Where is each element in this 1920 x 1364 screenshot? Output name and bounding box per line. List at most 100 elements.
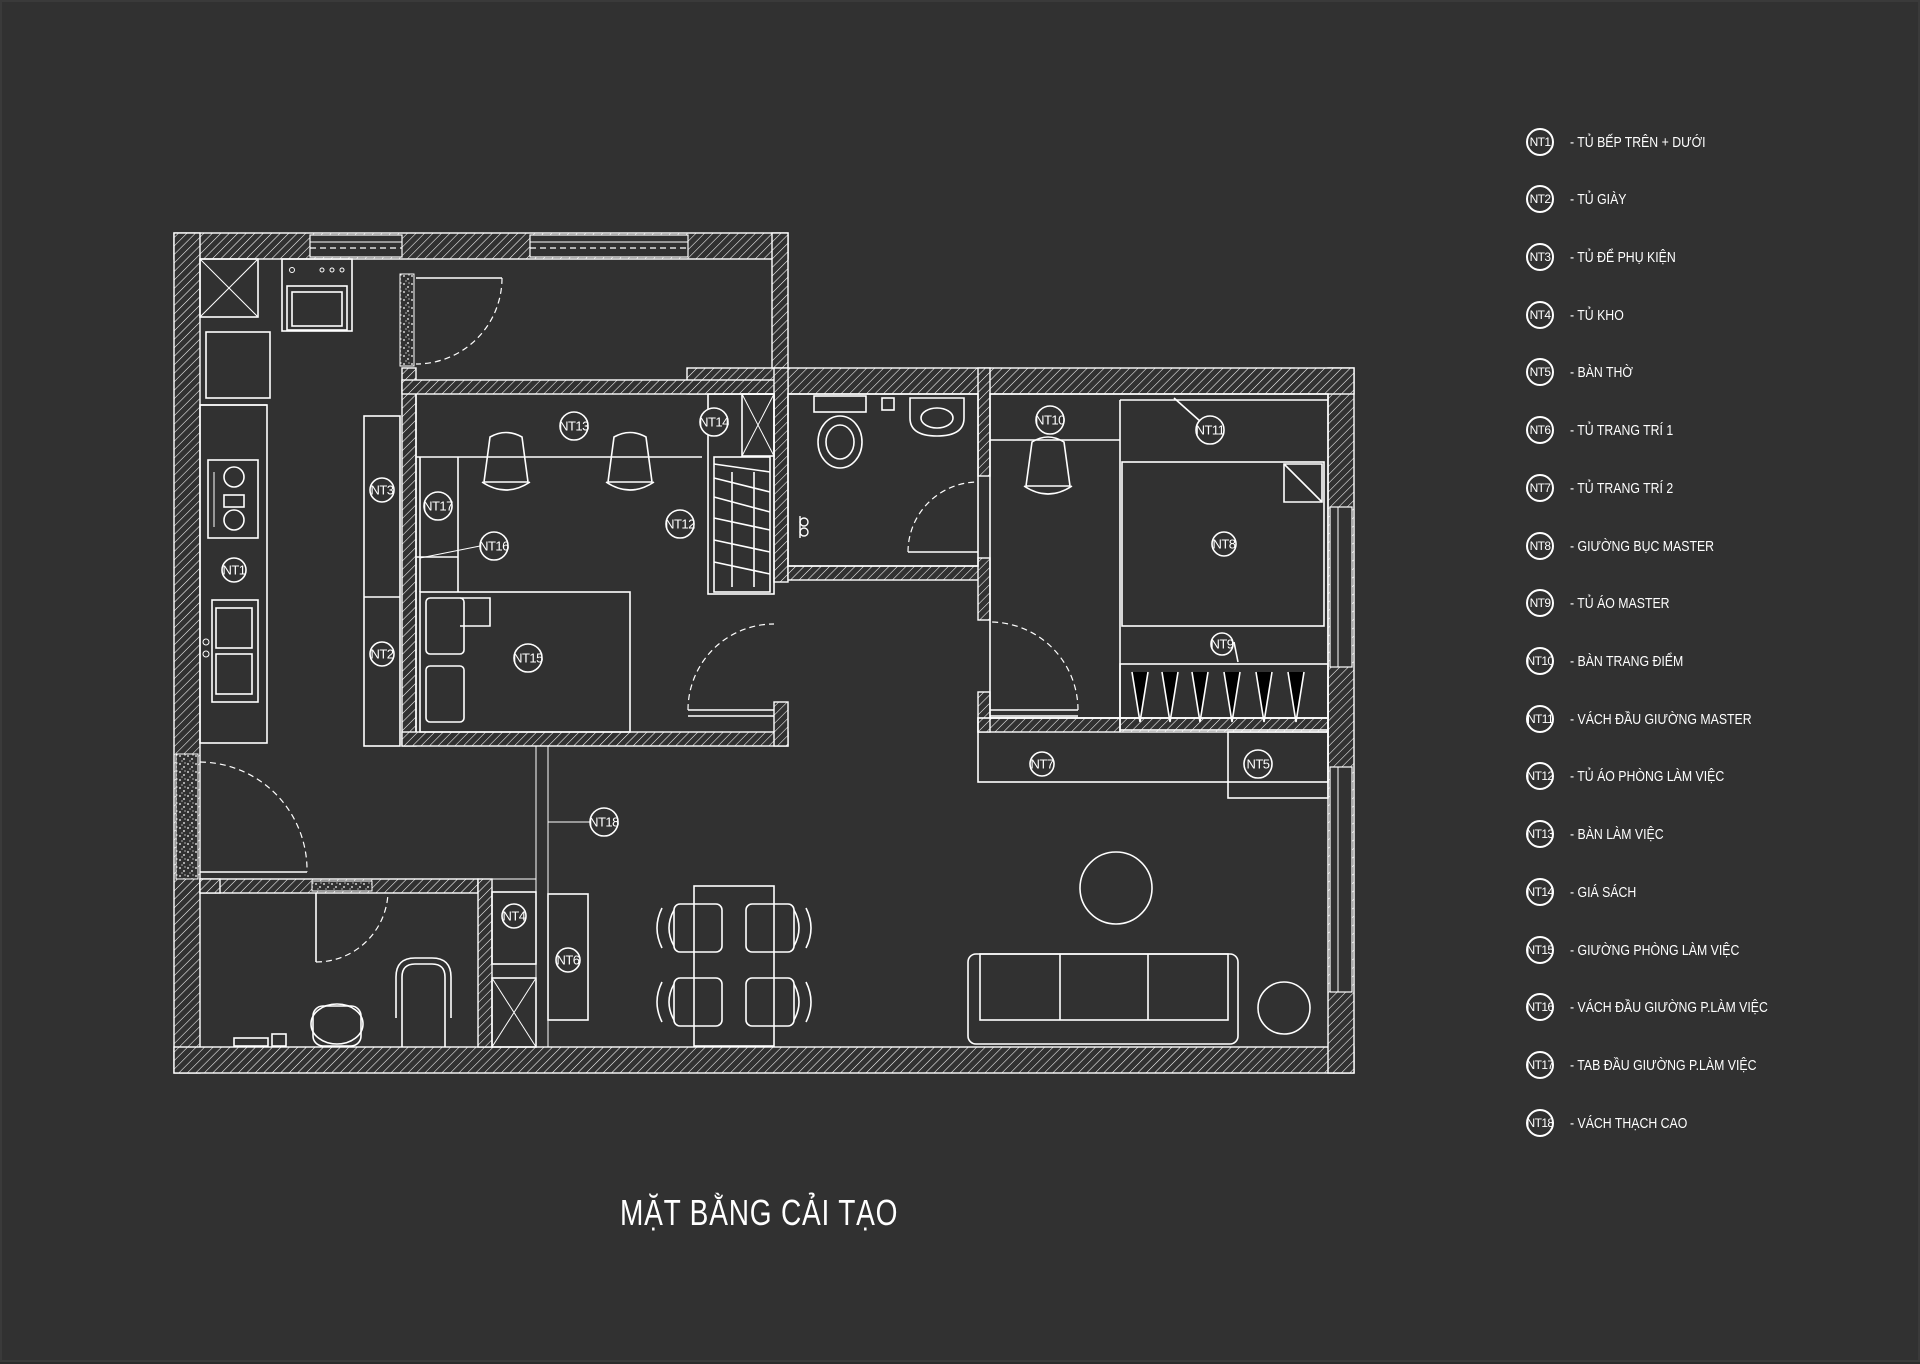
legend-label: - TỦ ÁO MASTER [1570, 594, 1670, 612]
svg-text:NT6: NT6 [556, 953, 579, 968]
tag-nt17: NT17 [423, 491, 454, 521]
living-dining [547, 717, 1329, 1047]
tag-nt4: NT4 [501, 903, 527, 929]
legend-label: - TỦ TRANG TRÍ 1 [1570, 421, 1674, 439]
legend-label: - TỦ TRANG TRÍ 2 [1570, 479, 1674, 497]
legend-item: NT1 - TỦ BẾP TRÊN + DƯỚI [1526, 125, 1735, 159]
legend-badge: NT10 [1526, 647, 1554, 675]
legend-label: - TAB ĐẦU GIƯỜNG P.LÀM VIỆC [1570, 1056, 1757, 1074]
legend-label: - BÀN TRANG ĐIỂM [1570, 652, 1684, 670]
interior-walls [199, 367, 1329, 1048]
svg-text:NT7: NT7 [1030, 757, 1053, 772]
tag-nt11: NT11 [1195, 415, 1225, 445]
legend-label: - TỦ GIÀY [1570, 190, 1627, 208]
legend-badge: NT17 [1526, 1051, 1554, 1079]
svg-text:NT3: NT3 [370, 483, 393, 498]
legend-item: NT8 - GIƯỜNG BỤC MASTER [1526, 529, 1746, 563]
legend-badge: NT15 [1526, 936, 1554, 964]
legend-badge: NT6 [1526, 416, 1554, 444]
svg-text:NT15: NT15 [513, 651, 543, 666]
legend-badge: NT9 [1526, 589, 1554, 617]
tag-nt8: NT8 [1211, 531, 1237, 557]
svg-text:NT16: NT16 [479, 539, 509, 554]
legend-label: - TỦ KHO [1570, 306, 1624, 324]
legend-badge: NT16 [1526, 993, 1554, 1021]
tag-nt18: NT18 [589, 807, 620, 837]
svg-text:NT4: NT4 [502, 909, 525, 924]
exterior-walls [173, 232, 1355, 1074]
tag-nt13: NT13 [559, 411, 590, 441]
legend-badge: NT7 [1526, 474, 1554, 502]
plan-title: MẶT BẰNG CẢI TẠO [620, 1192, 899, 1233]
entry-cabinets [363, 415, 401, 747]
legend-item: NT7 - TỦ TRANG TRÍ 2 [1526, 471, 1696, 505]
door-jambs [175, 273, 415, 892]
legend-item: NT14 - GIÁ SÁCH [1526, 875, 1651, 909]
laundry-room [233, 891, 537, 1048]
legend-item: NT13 - BÀN LÀM VIỆC [1526, 817, 1684, 851]
legend-badge: NT8 [1526, 532, 1554, 560]
legend-item: NT5 - BÀN THỜ [1526, 355, 1647, 389]
tag-nt2: NT2 [369, 641, 395, 667]
tag-nt15: NT15 [513, 643, 544, 673]
svg-text:NT14: NT14 [699, 415, 729, 430]
office-room [415, 393, 775, 733]
svg-text:NT17: NT17 [423, 499, 453, 514]
legend-label: - GIÁ SÁCH [1570, 883, 1637, 901]
legend-label: - TỦ BẾP TRÊN + DƯỚI [1570, 133, 1706, 151]
legend-item: NT2 - TỦ GIÀY [1526, 182, 1639, 216]
legend-item: NT10 - BÀN TRANG ĐIỂM [1526, 644, 1708, 678]
legend-badge: NT4 [1526, 301, 1554, 329]
svg-text:NT5: NT5 [1246, 757, 1269, 772]
legend-badge: NT2 [1526, 185, 1554, 213]
legend-item: NT17 - TAB ĐẦU GIƯỜNG P.LÀM VIỆC [1526, 1048, 1797, 1082]
legend-item: NT15 - GIƯỜNG PHÒNG LÀM VIỆC [1526, 933, 1777, 967]
svg-text:NT18: NT18 [589, 815, 619, 830]
legend-item: NT11 - VÁCH ĐẦU GIƯỜNG MASTER [1526, 702, 1792, 736]
tag-nt10: NT10 [1035, 405, 1066, 435]
legend-label: - GIƯỜNG BỤC MASTER [1570, 537, 1715, 555]
legend-badge: NT3 [1526, 243, 1554, 271]
legend-badge: NT18 [1526, 1109, 1554, 1137]
legend-badge: NT13 [1526, 820, 1554, 848]
legend-item: NT4 - TỦ KHO [1526, 298, 1636, 332]
svg-text:NT9: NT9 [1210, 637, 1233, 652]
legend-label: - BÀN LÀM VIỆC [1570, 825, 1664, 843]
doors [199, 277, 1079, 963]
legend-badge: NT5 [1526, 358, 1554, 386]
plan-tags: NT1 NT2 NT3 NT4 NT5 NT6 NT7 NT8 NT9 NT10… [221, 405, 1273, 973]
tag-nt5: NT5 [1243, 749, 1273, 779]
svg-text:NT1: NT1 [222, 563, 245, 578]
svg-text:NT13: NT13 [559, 419, 589, 434]
svg-text:NT8: NT8 [1212, 537, 1235, 552]
legend-item: NT3 - TỦ ĐỂ PHỤ KIỆN [1526, 240, 1699, 274]
svg-text:NT2: NT2 [370, 647, 393, 662]
legend-label: - TỦ ĐỂ PHỤ KIỆN [1570, 248, 1676, 266]
tag-nt9: NT9 [1210, 632, 1234, 656]
kitchen [199, 258, 353, 744]
legend-label: - BÀN THỜ [1570, 363, 1633, 381]
master-bedroom [989, 393, 1329, 732]
legend-label: - VÁCH ĐẦU GIƯỜNG P.LÀM VIỆC [1570, 998, 1768, 1016]
legend-item: NT18 - VÁCH THẠCH CAO [1526, 1106, 1713, 1140]
tag-nt7: NT7 [1029, 751, 1055, 777]
tag-nt3: NT3 [369, 477, 395, 503]
svg-text:NT10: NT10 [1035, 413, 1065, 428]
top-windows [309, 234, 1353, 993]
legend-label: - GIƯỜNG PHÒNG LÀM VIỆC [1570, 941, 1740, 959]
legend-badge: NT1 [1526, 128, 1554, 156]
legend-badge: NT11 [1526, 705, 1554, 733]
svg-text:NT11: NT11 [1196, 423, 1225, 438]
legend-label: - VÁCH THẠCH CAO [1570, 1114, 1688, 1132]
bathroom [787, 393, 979, 567]
legend-badge: NT14 [1526, 878, 1554, 906]
legend-label: - VÁCH ĐẦU GIƯỜNG MASTER [1570, 710, 1752, 728]
tag-nt12: NT12 [665, 509, 696, 539]
legend-item: NT6 - TỦ TRANG TRÍ 1 [1526, 413, 1696, 447]
tag-nt6: NT6 [555, 947, 581, 973]
svg-text:NT12: NT12 [665, 517, 695, 532]
tag-nt14: NT14 [699, 407, 730, 437]
legend-item: NT9 - TỦ ÁO MASTER [1526, 586, 1691, 620]
